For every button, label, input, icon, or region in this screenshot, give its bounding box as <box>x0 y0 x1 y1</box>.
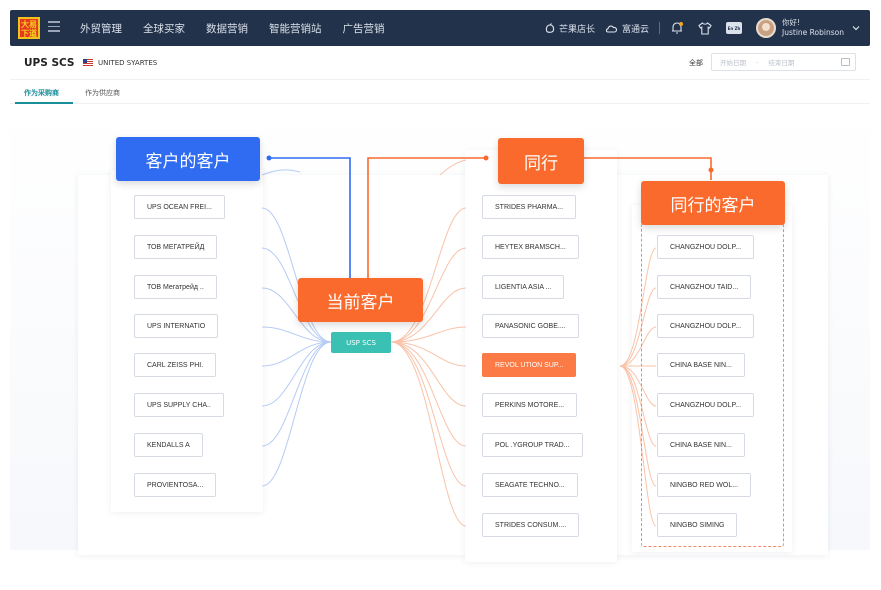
user-name: Justine Robinson <box>782 28 844 37</box>
topbar-right: 芒果店长 富通云 En Zh 你好! Justine Robinson <box>545 10 860 46</box>
nav-item-smart-marketing-site[interactable]: 智能营销站 <box>269 22 322 35</box>
nav-item-trade-management[interactable]: 外贸管理 <box>80 22 122 35</box>
peer-item[interactable]: POL .YGROUP TRAD... <box>482 433 583 457</box>
main-nav: 外贸管理 全球买家 数据营销 智能营销站 广告营销 <box>80 10 385 46</box>
peer-item[interactable]: LIGENTIA ASIA ... <box>482 275 565 299</box>
greeting: 你好! <box>782 18 801 27</box>
role-tabs: 作为采购商 作为供应商 <box>10 80 870 104</box>
date-separator: - <box>756 58 759 66</box>
customer-of-customer-item[interactable]: UPS INTERNATIO <box>134 314 219 338</box>
peer-item[interactable]: STRIDES CONSUM.... <box>482 513 580 537</box>
tab-as-supplier[interactable]: 作为供应商 <box>85 89 120 97</box>
store-link[interactable]: 芒果店长 <box>545 22 595 35</box>
hamburger-menu-icon[interactable] <box>48 21 60 33</box>
peer-customer-item[interactable]: NINGBO RED WOL... <box>657 473 752 497</box>
nav-item-ad-marketing[interactable]: 广告营销 <box>342 22 385 35</box>
customer-of-customer-item[interactable]: UPS SUPPLY CHA.. <box>134 393 224 417</box>
middle-fan-lines <box>390 159 467 527</box>
cloud-link[interactable]: 富通云 <box>605 22 649 35</box>
customer-of-customer-item[interactable]: KENDALLS A <box>134 433 203 457</box>
orange-link-dot-right <box>708 167 714 173</box>
date-range-picker[interactable]: 开始日期 - 结束日期 <box>711 53 856 71</box>
customers-of-customer-title: 客户的客户 <box>116 137 260 181</box>
chevron-down-icon[interactable] <box>852 25 860 31</box>
customer-of-customer-item[interactable]: CARL ZEISS PHI. <box>134 353 217 377</box>
current-customer-node[interactable]: USP SCS <box>331 332 391 353</box>
blue-link-dot <box>266 155 272 161</box>
current-to-peers-link <box>367 157 486 280</box>
peers-title: 同行 <box>498 138 584 184</box>
active-tab-indicator <box>15 102 73 104</box>
us-flag-icon <box>83 59 93 66</box>
peers-to-peers-customers-link <box>584 157 712 180</box>
nav-item-data-marketing[interactable]: 数据营销 <box>206 22 248 35</box>
country-name: UNITED SYARTES <box>98 59 158 67</box>
cloud-label: 富通云 <box>622 24 650 35</box>
mango-icon <box>545 22 555 33</box>
bell-icon[interactable] <box>670 21 684 35</box>
language-switch-label: En Zh <box>727 25 741 31</box>
peer-item[interactable]: PANASONIC GOBE.... <box>482 314 579 338</box>
customer-of-customer-item[interactable]: PROVIENTOSA... <box>134 473 217 497</box>
avatar[interactable] <box>756 18 777 38</box>
peer-item-selected[interactable]: REVOL UTION SUP... <box>482 353 577 377</box>
end-date-input[interactable]: 结束日期 <box>768 59 795 67</box>
shirt-icon[interactable] <box>698 21 712 35</box>
user-info[interactable]: 你好! Justine Robinson <box>782 18 844 38</box>
left-fan-lines <box>261 169 332 487</box>
peer-item[interactable]: STRIDES PHARMA... <box>482 195 577 219</box>
peer-customer-item[interactable]: CHANGZHOU TAID... <box>657 275 752 299</box>
brand-logo[interactable]: 大易下道 <box>18 17 40 39</box>
divider <box>659 22 661 34</box>
peer-customer-item[interactable]: CHANGZHOU DOLP... <box>657 393 755 417</box>
top-nav-bar: 大易下道 外贸管理 全球买家 数据营销 智能营销站 广告营销 芒果店长 富通云 … <box>10 10 870 46</box>
company-header: UPS SCS UNITED SYARTES 全部 开始日期 - 结束日期 <box>10 46 870 80</box>
tab-as-buyer[interactable]: 作为采购商 <box>24 89 59 97</box>
customer-of-customer-item[interactable]: UPS OCEAN FREI... <box>134 195 225 219</box>
start-date-input[interactable]: 开始日期 <box>720 59 746 67</box>
peer-customer-item[interactable]: NINGBO SIMING <box>657 513 738 537</box>
filter-all[interactable]: 全部 <box>689 59 703 67</box>
language-switch[interactable]: En Zh <box>726 22 743 34</box>
calendar-icon[interactable] <box>841 58 850 66</box>
peer-customer-item[interactable]: CHINA BASE NIN... <box>657 433 745 457</box>
peers-customers-dashed-group <box>641 223 784 547</box>
peer-customer-item[interactable]: CHANGZHOU DOLP... <box>657 314 755 338</box>
company-name: UPS SCS <box>24 57 75 69</box>
orange-link-dot-left <box>483 155 489 161</box>
cloud-icon <box>605 25 618 33</box>
peers-customers-title: 同行的客户 <box>641 181 785 225</box>
store-label: 芒果店长 <box>559 24 596 35</box>
current-to-customers-link <box>269 157 351 280</box>
nav-item-global-buyers[interactable]: 全球买家 <box>143 22 185 35</box>
peer-item[interactable]: HEYTEX BRAMSCH... <box>482 235 579 259</box>
customer-of-customer-item[interactable]: ТОВ МЕГАТРЕЙД <box>134 235 218 259</box>
current-customer-title: 当前客户 <box>298 278 423 322</box>
peer-item[interactable]: PERKINS MOTORE... <box>482 393 578 417</box>
customer-of-customer-item[interactable]: ТОВ Мегатрейд .. <box>134 275 217 299</box>
peer-item[interactable]: SEAGATE TECHNO... <box>482 473 578 497</box>
peer-customer-item[interactable]: CHANGZHOU DOLP... <box>657 235 755 259</box>
peer-customer-item[interactable]: CHINA BASE NIN... <box>657 353 745 377</box>
